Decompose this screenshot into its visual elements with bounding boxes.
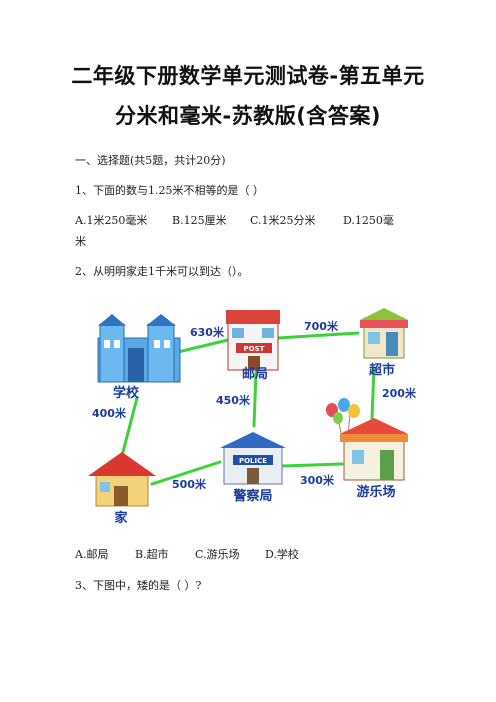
police-sign: POLICE xyxy=(239,457,267,465)
q1-option-b: B.125厘米 xyxy=(172,214,227,227)
distance-label-police-park: 300米 xyxy=(300,473,335,487)
q1-option-a: A.1米250毫米 xyxy=(75,214,148,227)
place-name-home: 家 xyxy=(114,510,128,526)
post-sign: POST xyxy=(244,345,265,353)
section-heading: 一、选择题(共5题，共计20分) xyxy=(75,154,226,167)
q2-option-a: A.邮局 xyxy=(75,548,109,561)
map-roads xyxy=(120,331,376,486)
place-name-post-office: 邮局 xyxy=(242,366,268,382)
road-home-police xyxy=(150,460,222,486)
q1-option-d-wrap: 米 xyxy=(75,235,86,248)
q2-option-d: D.学校 xyxy=(265,548,299,561)
distance-label-home-police: 500米 xyxy=(172,477,207,491)
police-station-icon: POLICE xyxy=(220,432,286,485)
document-title-line-1: 二年级下册数学单元测试卷-第五单元 xyxy=(71,64,425,88)
q2-option-b: B.超市 xyxy=(135,548,169,561)
distance-label-school-home: 400米 xyxy=(92,406,127,420)
road-post-market xyxy=(276,331,360,340)
school-building-icon xyxy=(97,314,181,383)
place-name-supermarket: 超市 xyxy=(369,362,395,378)
amusement-park-icon xyxy=(326,398,408,481)
q1-option-d: D.1250毫 xyxy=(343,214,394,227)
road-market-park xyxy=(370,366,376,420)
road-police-park xyxy=(280,462,344,468)
question-2-stem: 2、从明明家走1千米可以到达（）。 xyxy=(75,265,249,278)
distance-label-post-police: 450米 xyxy=(216,393,251,407)
place-name-police-station: 警察局 xyxy=(233,488,272,504)
supermarket-icon xyxy=(360,308,408,359)
place-name-school: 学校 xyxy=(113,385,140,401)
post-office-icon: POST xyxy=(226,310,280,371)
balloon-icon xyxy=(333,412,343,424)
balloon-icon xyxy=(326,403,338,417)
distance-label-post-market: 700米 xyxy=(304,319,339,333)
road-school-post xyxy=(176,338,230,354)
distance-label-market-park: 200米 xyxy=(382,386,417,400)
distance-label-school-post: 630米 xyxy=(190,325,225,339)
road-post-police xyxy=(252,370,258,428)
home-icon xyxy=(88,452,156,507)
balloon-icon xyxy=(338,398,350,412)
road-school-home xyxy=(120,396,139,458)
question-3-stem: 3、下图中，矮的是（ ）? xyxy=(75,579,202,592)
question-1-stem: 1、下面的数与1.25米不相等的是（ ） xyxy=(75,184,264,197)
document-title-line-2: 分米和毫米-苏教版(含答案) xyxy=(115,104,381,128)
q1-option-c: C.1米25分米 xyxy=(250,214,316,227)
place-name-amusement-park: 游乐场 xyxy=(356,484,395,500)
balloon-icon xyxy=(348,404,360,418)
q2-option-c: C.游乐场 xyxy=(195,548,240,561)
